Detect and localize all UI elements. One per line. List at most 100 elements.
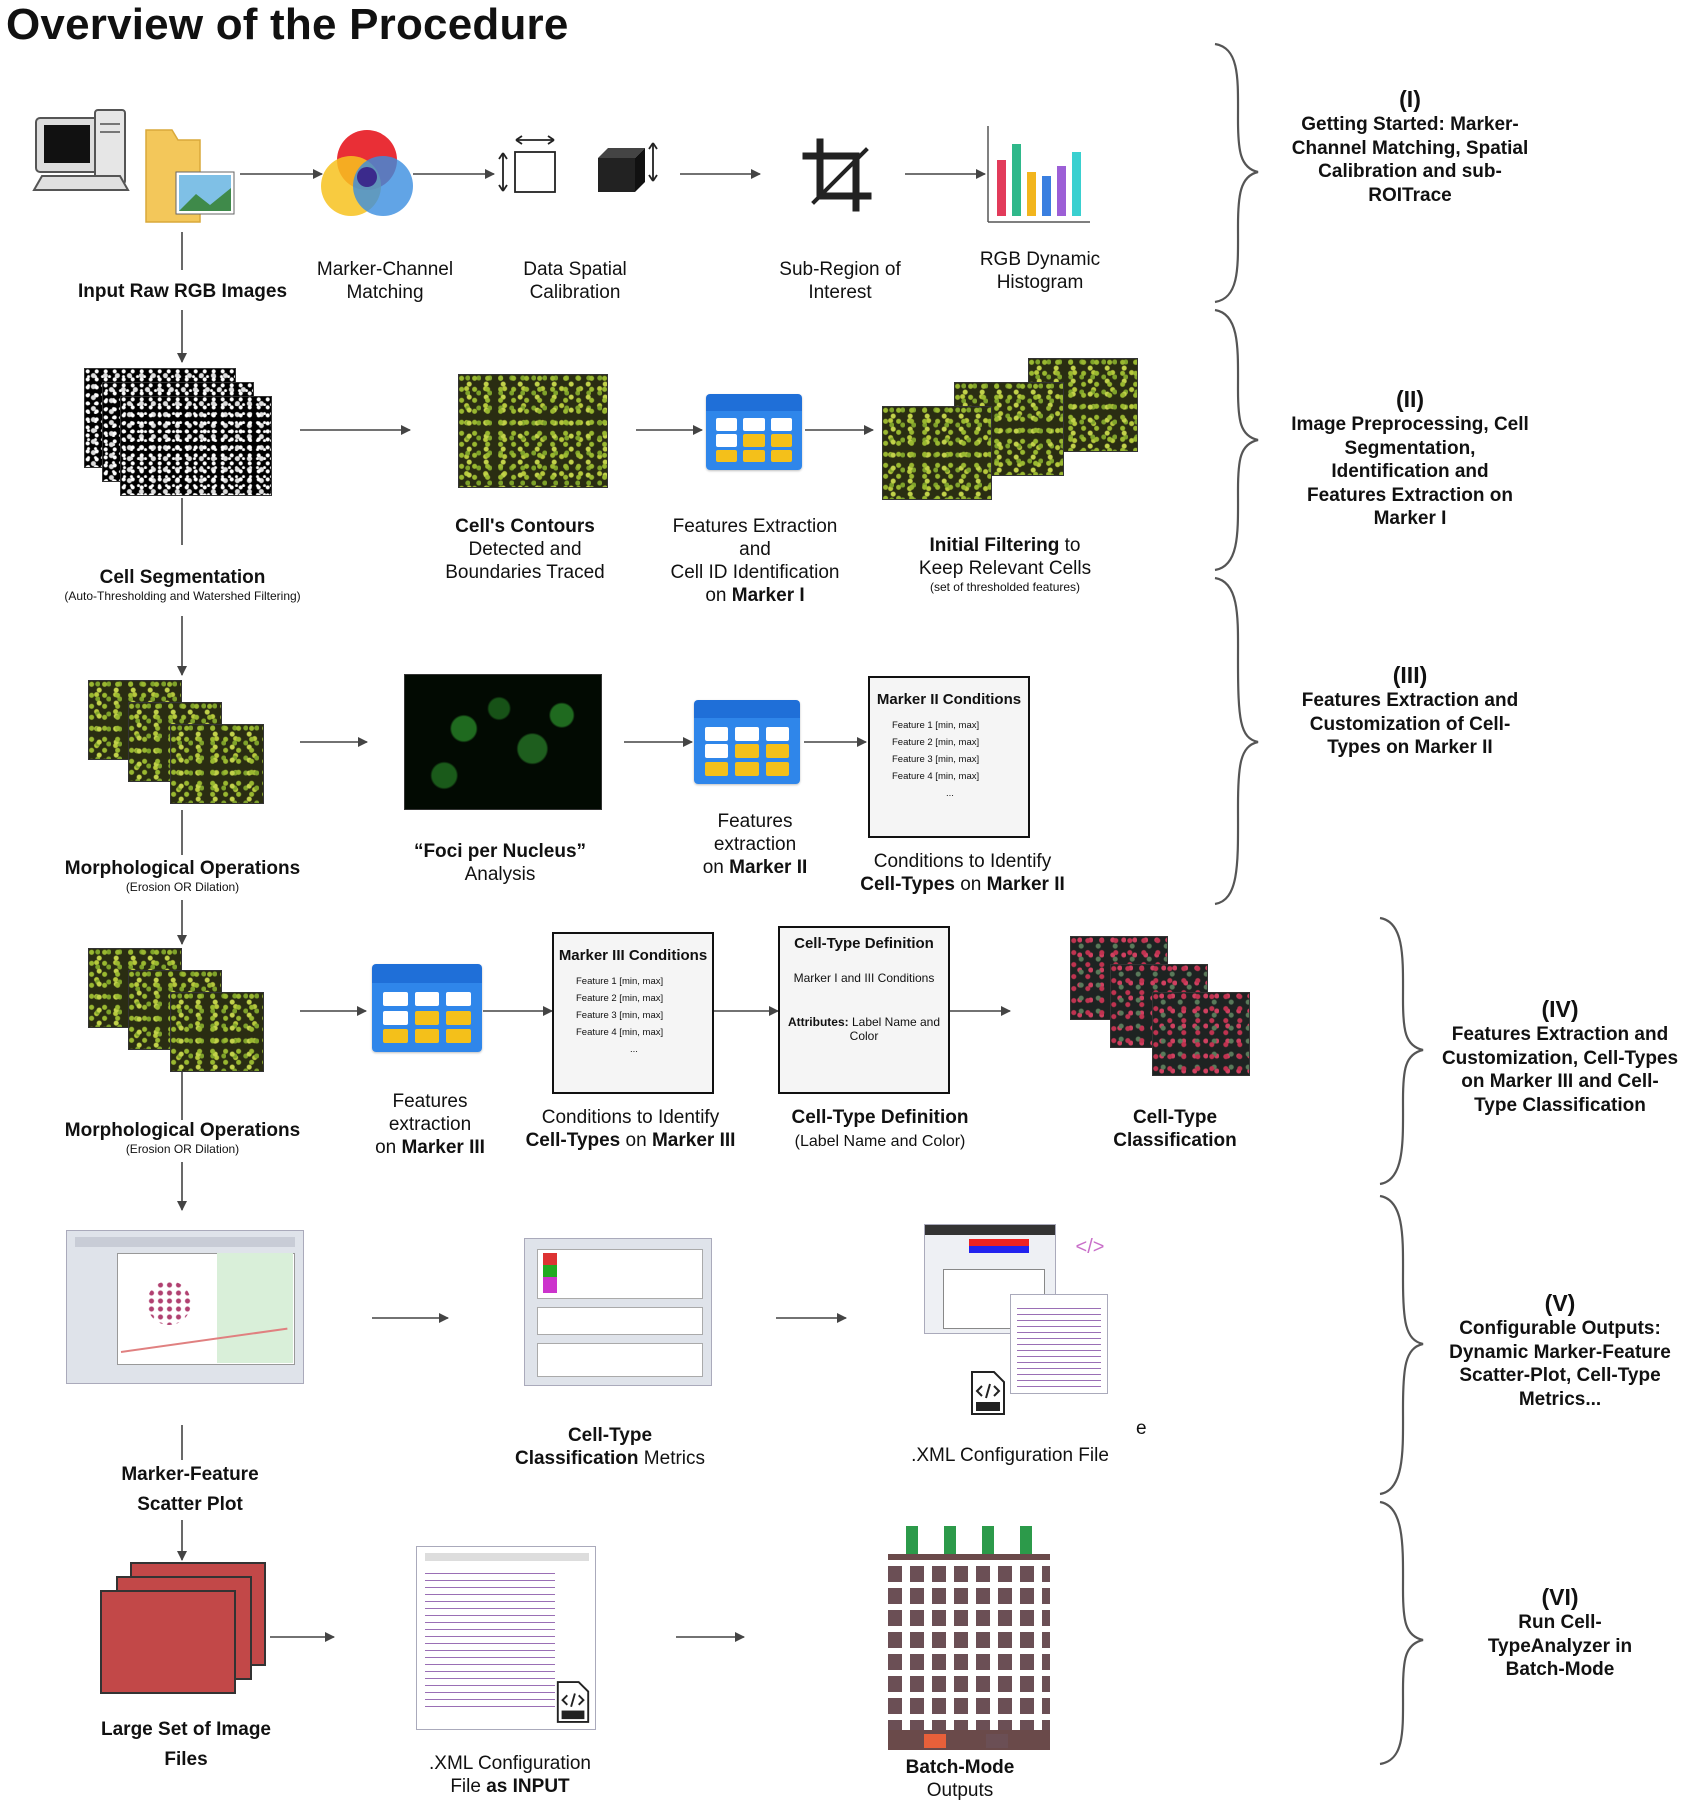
identify-II-a: Conditions to Identify [873, 851, 1052, 872]
segmentation-note: (Auto-Thresholding and Watershed Filteri… [64, 589, 301, 603]
identify-II-mid: on [960, 874, 982, 895]
metrics-rest: Metrics [643, 1448, 706, 1469]
xml-file-icon [971, 1371, 1005, 1415]
identify-III-bold: Cell-Types [525, 1130, 621, 1151]
calibration-cube-icon [598, 142, 658, 192]
marker-channel-label: Marker-Channel Matching [316, 259, 454, 303]
features-marker-III-b: extraction [388, 1114, 472, 1135]
features-marker-III-c-pre: on [375, 1137, 397, 1158]
morph3-label: Morphological Operations (Erosion OR Dil… [40, 857, 325, 894]
identify-II-bold: Cell-Types [860, 874, 955, 895]
features-table-icon-marker-III [372, 964, 482, 1052]
section-V-text: Configurable Outputs: Dynamic Marker-Fea… [1449, 1318, 1671, 1410]
identify-marker-II-label: Conditions to Identify Cell-Types on Mar… [840, 850, 1085, 896]
section-III: (III) Features Extraction and Customizat… [1290, 662, 1530, 760]
foci-rest: Analysis [464, 864, 536, 885]
marker-II-feature-more: ... [946, 788, 954, 799]
brace-V [1379, 1194, 1424, 1496]
filtering-tail: to [1064, 535, 1081, 556]
brace-II [1214, 308, 1259, 572]
xml-input-b-bold: as INPUT [486, 1776, 570, 1797]
metrics-label: Cell-Type Classification Metrics [490, 1424, 730, 1470]
features-marker-I-label: Features Extraction and Cell ID Identifi… [660, 515, 850, 607]
xml-text-screenshot [1010, 1294, 1108, 1394]
morph4-title: Morphological Operations [64, 1120, 301, 1141]
section-VI: (VI) Run Cell-TypeAnalyzer in Batch-Mode [1460, 1584, 1660, 1682]
histogram-icon [987, 126, 1090, 223]
features-marker-III-c-bold: Marker III [401, 1137, 485, 1158]
cell-type-definition-box: Cell-Type Definition Marker I and III Co… [778, 926, 950, 1094]
features-marker-I-b: and [739, 539, 771, 560]
config-window-screenshot [924, 1224, 1056, 1334]
contours-bold: Cell's Contours [455, 516, 595, 537]
features-marker-II-c-bold: Marker II [729, 857, 808, 878]
marker-III-feature-1: Feature 1 [min, max] [576, 976, 664, 987]
segmentation-label: Cell Segmentation (Auto-Thresholding and… [40, 566, 325, 603]
features-table-icon-marker-I [706, 394, 802, 470]
features-marker-I-d-bold: Marker I [731, 585, 805, 606]
definition-label-bold: Cell-Type Definition [791, 1107, 969, 1128]
large-set-a: Large Set of Image [101, 1719, 271, 1740]
section-III-text: Features Extraction and Customization of… [1301, 690, 1519, 758]
definition-attr-rest: Label Name and Color [849, 1015, 941, 1043]
large-set-label: Large Set of Image Files [76, 1715, 296, 1775]
marker-II-feature-2: Feature 2 [min, max] [892, 737, 980, 748]
filtering-note: (set of thresholded features) [929, 580, 1081, 594]
scatter-label-b: Scatter Plot [137, 1494, 243, 1515]
section-I: (I) Getting Started: Marker-Channel Matc… [1290, 86, 1530, 207]
marker-III-conditions-title: Marker III Conditions [558, 947, 708, 964]
brace-IV [1379, 916, 1424, 1186]
classification-tile-3 [1152, 992, 1250, 1076]
features-marker-II-b: extraction [713, 834, 797, 855]
features-marker-I-c: Cell ID Identification [670, 562, 840, 583]
identify-II-bold2: Marker II [986, 874, 1065, 895]
section-IV-text: Features Extraction and Customization, C… [1441, 1024, 1679, 1116]
input-raw-images-label: Input Raw RGB Images [77, 281, 288, 302]
scatter-plot-screenshot [66, 1230, 304, 1384]
xml-input-a: .XML Configuration [429, 1753, 591, 1774]
xml-input-screenshot [416, 1546, 596, 1730]
section-III-number: (III) [1392, 662, 1428, 688]
section-V: (V) Configurable Outputs: Dynamic Marker… [1440, 1290, 1680, 1411]
definition-label-rest: (Label Name and Color) [794, 1133, 966, 1150]
metrics-screenshot [524, 1238, 712, 1386]
initial-filtering-label: Initial Filtering to Keep Relevant Cells… [890, 534, 1120, 594]
definition-box-line: Marker I and III Conditions [793, 971, 935, 985]
histogram-label: RGB Dynamic Histogram [979, 249, 1101, 293]
morph4-label: Morphological Operations (Erosion OR Dil… [40, 1119, 325, 1156]
features-marker-III-label: Features extraction on Marker III [355, 1090, 505, 1159]
section-II-text: Image Preprocessing, Cell Segmentation, … [1291, 414, 1529, 529]
segmentation-tile-3 [120, 396, 272, 496]
batch-bold: Batch-Mode [905, 1757, 1015, 1778]
metrics-bold2: Classification [514, 1448, 639, 1469]
marker-II-feature-4: Feature 4 [min, max] [892, 771, 980, 782]
scatter-label: Marker-Feature Scatter Plot [80, 1460, 300, 1520]
xml-input-label: .XML Configuration File as INPUT [400, 1752, 620, 1798]
definition-attr-bold: Attributes: [787, 1015, 849, 1029]
foci-label: “Foci per Nucleus” Analysis [390, 840, 610, 886]
features-marker-II-a: Features [717, 811, 793, 832]
section-II: (II) Image Preprocessing, Cell Segmentat… [1290, 386, 1530, 531]
marker-III-feature-3: Feature 3 [min, max] [576, 1010, 664, 1021]
classification-label: Cell-Type Classification [1113, 1107, 1237, 1151]
morph3-note: (Erosion OR Dilation) [125, 880, 240, 894]
batch-rest: Outputs [926, 1780, 994, 1801]
marker-II-conditions-box: Marker II Conditions Feature 1 [min, max… [868, 676, 1030, 838]
definition-box-title: Cell-Type Definition [794, 935, 934, 952]
morph3-title: Morphological Operations [64, 858, 301, 879]
definition-box-attributes: Attributes: Label Name and Color [780, 1015, 948, 1043]
marker-III-feature-2: Feature 2 [min, max] [576, 993, 664, 1004]
identify-III-a: Conditions to Identify [541, 1107, 720, 1128]
marker-II-feature-3: Feature 3 [min, max] [892, 754, 980, 765]
metrics-bold: Cell-Type [567, 1425, 653, 1446]
batch-label: Batch-Mode Outputs [860, 1756, 1060, 1802]
section-V-number: (V) [1544, 1290, 1576, 1316]
section-I-number: (I) [1399, 86, 1421, 112]
batch-outputs-grid [888, 1526, 1050, 1750]
section-VI-number: (VI) [1541, 1584, 1579, 1610]
calibration-label: Data Spatial Calibration [523, 259, 627, 303]
image-file-card-1 [100, 1590, 236, 1694]
filtering-tile-1 [882, 406, 992, 500]
definition-label: Cell-Type Definition (Label Name and Col… [770, 1106, 990, 1153]
filtering-b: Keep Relevant Cells [918, 558, 1092, 579]
